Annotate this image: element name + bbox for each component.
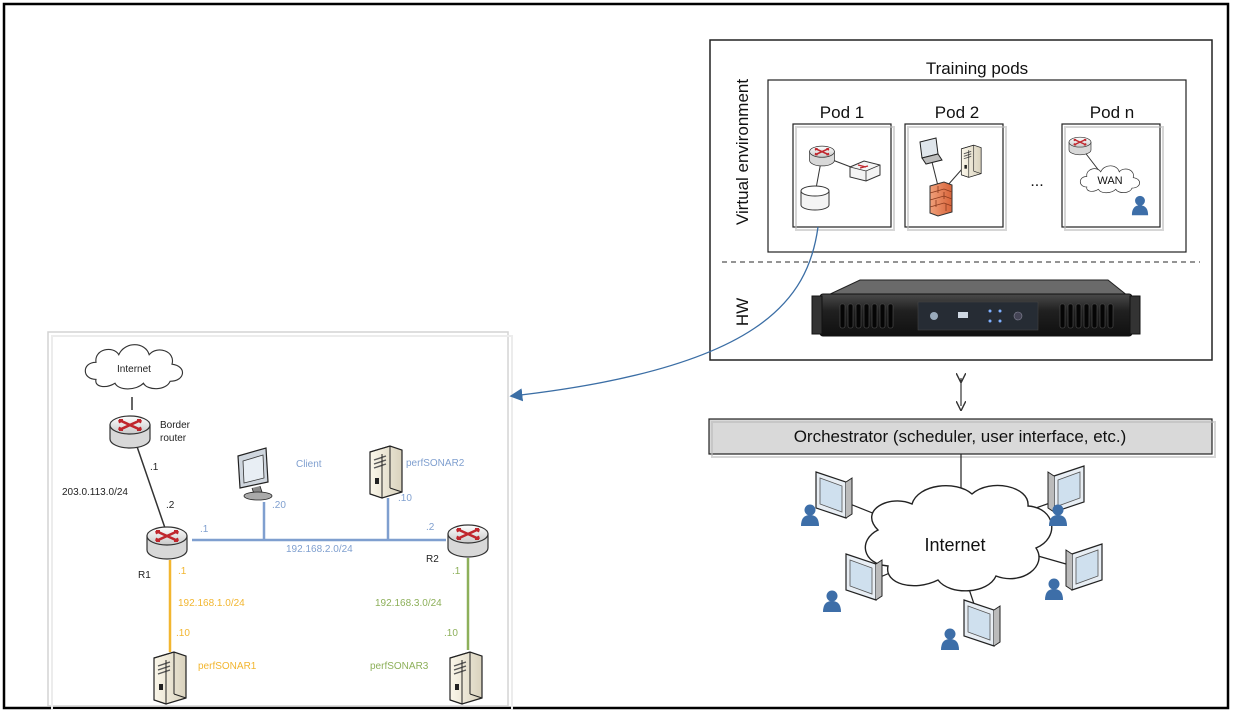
internet-label: Internet [117,364,151,375]
r2-down-if-label: .1 [452,566,461,577]
r1-lan-if-label: .1 [200,524,209,535]
hw-label: HW [733,298,752,326]
border-router [108,414,152,450]
pod-2-box [904,123,1004,228]
wan-link [131,431,166,529]
perfsonar1-server-icon [153,651,187,705]
wan-net-label: 203.0.113.0/24 [62,487,128,498]
pod-to-topology-arrow [509,226,819,402]
perfsonar3-server-icon [449,651,483,705]
user-workstation-5 [941,599,1001,650]
virtual-environment-box: Virtual environment HW Training pods Pod… [709,39,1213,361]
training-pods-title: Training pods [926,59,1028,78]
pod-1-label: Pod 1 [820,103,864,122]
ps2-if-label: .10 [398,493,412,504]
ps3-label: perfSONAR3 [370,661,429,672]
border-if-label: .1 [150,462,159,473]
ps2-label: perfSONAR2 [406,458,465,469]
orchestrator-label: Orchestrator (scheduler, user interface,… [794,427,1127,446]
r1-label: R1 [138,570,151,581]
ps1-if-label: .10 [176,628,190,639]
user-workstation-1 [801,471,853,526]
pod-n-label: Pod n [1090,103,1134,122]
pods-ellipsis: ... [1030,173,1043,190]
border-router-label-2: router [160,433,187,444]
database-icon [800,185,830,211]
firewall-icon [929,181,953,217]
pod-1-contents [800,145,881,211]
r2-lan-if-label: .2 [426,522,435,533]
perfsonar2-server-icon [369,445,403,499]
switch-icon [849,160,881,182]
pod-2-contents [919,137,982,217]
internet-cloud [864,484,1053,592]
laptop-icon [919,137,943,165]
r1-down-if-label: .1 [178,566,187,577]
hardware-server-icon [811,279,1141,337]
user-workstation-4 [1045,543,1103,600]
client-label: Client [296,459,322,470]
r2-label: R2 [426,554,439,565]
user-workstation-3 [823,553,883,612]
wan-label: WAN [1097,175,1122,187]
ps1-label: perfSONAR1 [198,661,257,672]
virtual-environment-label: Virtual environment [733,79,752,225]
topology-panel: Internet Border router .1 203.0.113.0/24… [47,331,513,710]
client-if-label: .20 [272,500,286,511]
ps3-if-label: .10 [444,628,458,639]
router-r1 [145,525,189,561]
internet-cloud-label: Internet [924,535,985,555]
router-icon [808,145,836,167]
r1-wan-if-label: .2 [166,500,175,511]
pod-2-label: Pod 2 [935,103,979,122]
lan-net-label: 192.168.2.0/24 [286,544,353,555]
internet-user-network: Internet [801,465,1103,650]
net3-label: 192.168.3.0/24 [375,598,442,609]
pod-n-contents: WAN [1068,136,1149,216]
user-workstation-2 [1047,465,1085,526]
router-icon [1068,136,1092,156]
router-r2 [446,523,490,559]
net1-label: 192.168.1.0/24 [178,598,245,609]
border-router-label-1: Border [160,420,191,431]
orchestrator-box: Orchestrator (scheduler, user interface,… [708,418,1216,458]
server-icon [960,144,982,178]
